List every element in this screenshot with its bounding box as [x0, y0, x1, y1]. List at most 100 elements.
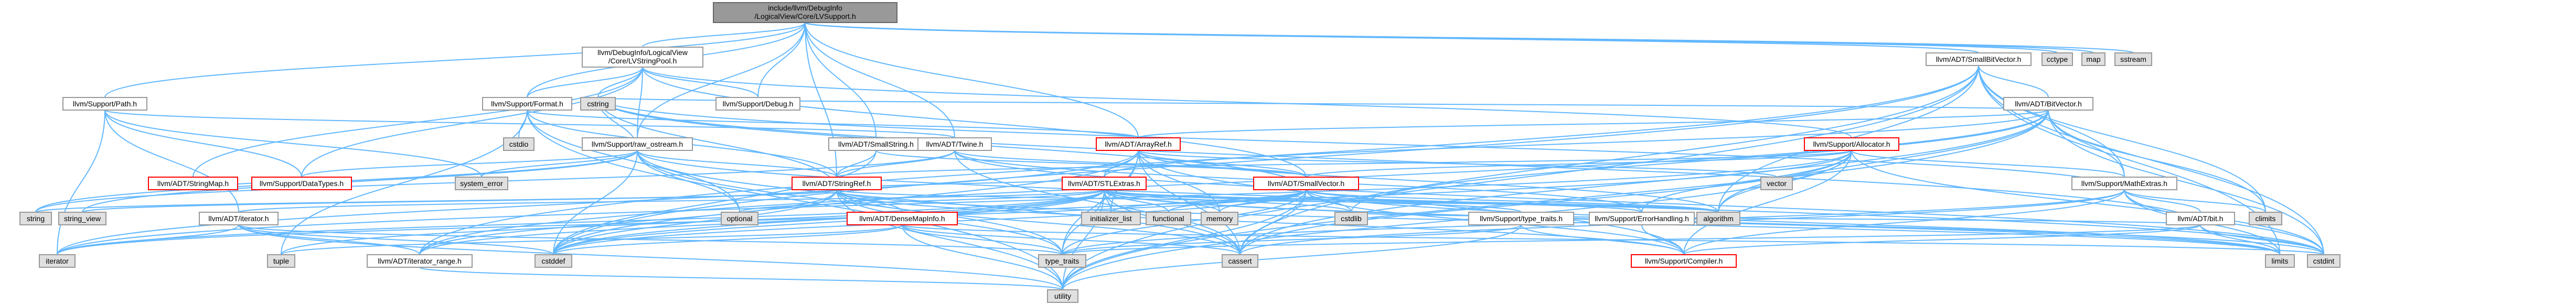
dependency-edge-stlextras-to-cstddef: [553, 189, 1105, 255]
node-mathextras[interactable]: llvm/Support/MathExtras.h: [2071, 177, 2177, 190]
dependency-edge-stlextras-to-memory: [1104, 189, 1220, 213]
dependency-edge-smallstring-to-smallvector: [875, 150, 1307, 178]
node-box: [1696, 212, 1740, 225]
node-stringmap[interactable]: llvm/ADT/StringMap.h: [148, 177, 238, 190]
node-stringref[interactable]: llvm/ADT/StringRef.h: [792, 177, 882, 190]
node-box: [2114, 52, 2152, 66]
dependency-edge-path-to-iteratorh: [104, 110, 239, 213]
node-cassert: cassert: [1222, 254, 1258, 268]
dependency-edge-rawostream-to-stringref: [637, 150, 837, 178]
node-label: llvm/Support/DataTypes.h: [260, 179, 344, 188]
dependency-edge-iteratorh-to-typetraits: [238, 224, 1063, 255]
node-allocator[interactable]: llvm/Support/Allocator.h: [1804, 137, 1899, 151]
dependency-edge-stlextras-to-optional: [739, 189, 1105, 213]
node-lvstringpool[interactable]: llvm/DebugInfo/LogicalView/Core/LVString…: [582, 47, 703, 68]
node-label: llvm/ADT/StringRef.h: [803, 179, 871, 188]
node-utility: utility: [1047, 289, 1078, 303]
dependency-edge-format-to-utility: [527, 110, 1063, 290]
node-label: llvm/ADT/bit.h: [2177, 214, 2223, 223]
node-debug[interactable]: llvm/Support/Debug.h: [715, 97, 800, 111]
node-label: llvm/Support/type_traits.h: [1480, 214, 1563, 223]
node-optional: optional: [721, 212, 758, 225]
node-label: include/llvm/DebugInfo: [768, 4, 842, 12]
node-datatypes[interactable]: llvm/Support/DataTypes.h: [251, 177, 352, 190]
node-box: [1096, 137, 1181, 151]
node-smallvector[interactable]: llvm/ADT/SmallVector.h: [1253, 177, 1359, 190]
dependency-edge-typetraits_h-to-utility: [1062, 224, 1522, 290]
node-label: sstream: [2120, 55, 2146, 63]
node-box: [482, 97, 572, 111]
node-smallbitvector[interactable]: llvm/ADT/SmallBitVector.h: [1926, 52, 2032, 66]
dependency-edge-stlextras-to-functional: [1104, 189, 1169, 213]
dependency-edge-stlextras-to-iteratorh: [238, 189, 1105, 213]
node-root[interactable]: include/llvm/DebugInfo/LogicalView/Core/…: [713, 2, 897, 23]
node-cstdlib: cstdlib: [1334, 212, 1368, 225]
node-box: [1253, 177, 1359, 190]
node-label: llvm/ADT/SmallString.h: [838, 140, 914, 148]
node-box: [2166, 212, 2235, 225]
dependency-edge-bit-to-compiler: [1683, 224, 2201, 255]
node-box: [1589, 212, 1695, 225]
node-path[interactable]: llvm/Support/Path.h: [62, 97, 147, 111]
node-label: utility: [1054, 292, 1071, 300]
node-stringview: string_view: [58, 212, 106, 225]
dependency-edge-smallbitvector-to-iteratorrange: [419, 65, 1979, 255]
dependency-edge-allocator-to-stringref: [836, 150, 1852, 178]
dependency-edge-iteratorh-to-cstddef: [238, 224, 554, 255]
node-bitvector[interactable]: llvm/ADT/BitVector.h: [2003, 97, 2093, 111]
node-label: llvm/ADT/iterator.h: [208, 214, 269, 223]
node-label: llvm/ADT/ArrayRef.h: [1105, 140, 1172, 148]
node-map: map: [2081, 52, 2105, 66]
node-stlextras[interactable]: llvm/ADT/STLExtras.h: [1062, 177, 1147, 190]
dependency-edge-bitvector-to-climits: [2048, 110, 2266, 213]
node-typetraits: type_traits: [1038, 254, 1086, 268]
dependency-edge-stlextras-to-cstdlib: [1104, 189, 1352, 213]
node-twine[interactable]: llvm/ADT/Twine.h: [917, 137, 992, 151]
node-errorhandling[interactable]: llvm/Support/ErrorHandling.h: [1589, 212, 1695, 225]
dependency-edge-stringref-to-stringview: [82, 189, 837, 213]
node-format[interactable]: llvm/Support/Format.h: [482, 97, 572, 111]
node-cstring-h: cstring: [580, 97, 616, 111]
node-typetraits-h[interactable]: llvm/Support/type_traits.h: [1468, 212, 1574, 225]
node-box: [267, 254, 295, 268]
node-label: vector: [1767, 179, 1787, 188]
node-iteratorh[interactable]: llvm/ADT/iterator.h: [199, 212, 279, 225]
dependency-edge-arrayref-to-algorithm: [1138, 150, 1719, 213]
dependency-edge-allocator-to-cstdint: [1851, 150, 2324, 255]
node-iteratorrange[interactable]: llvm/ADT/iterator_range.h: [367, 254, 473, 268]
node-limits: limits: [2265, 254, 2295, 268]
node-box: [721, 212, 758, 225]
node-box: [1804, 137, 1899, 151]
node-label: cstring: [587, 100, 608, 108]
dependency-edge-lvstringpool-to-rawostream: [637, 67, 643, 138]
node-box: [715, 97, 800, 111]
node-smallstring[interactable]: llvm/ADT/SmallString.h: [828, 137, 924, 151]
dependency-edge-smallvector-to-cstdlib: [1306, 189, 1352, 213]
node-bit[interactable]: llvm/ADT/bit.h: [2166, 212, 2235, 225]
dependency-edge-rawostream-to-optional: [637, 150, 740, 213]
header-nodes: include/llvm/DebugInfo/LogicalView/Core/…: [19, 2, 2340, 303]
node-label: llvm/ADT/DenseMapInfo.h: [859, 214, 945, 223]
node-sstream: sstream: [2114, 52, 2152, 66]
node-box: [582, 47, 703, 68]
dependency-edge-lvstringpool-to-datatypes: [301, 67, 643, 178]
node-algorithm: algorithm: [1696, 212, 1740, 225]
dependency-edge-stringref-to-cstring: [597, 97, 837, 190]
node-box: [1926, 52, 2032, 66]
node-rawostream[interactable]: llvm/Support/raw_ostream.h: [582, 137, 693, 151]
node-label: string: [27, 214, 45, 223]
node-compiler[interactable]: llvm/Support/Compiler.h: [1631, 254, 1737, 268]
node-arrayref[interactable]: llvm/ADT/ArrayRef.h: [1096, 137, 1181, 151]
node-box: [39, 254, 76, 268]
node-iterator: iterator: [39, 254, 76, 268]
node-label: llvm/Support/Format.h: [491, 100, 563, 108]
node-tuple: tuple: [267, 254, 295, 268]
node-densemapinfo[interactable]: llvm/ADT/DenseMapInfo.h: [847, 212, 958, 225]
node-label: map: [2086, 55, 2100, 63]
node-box: [1631, 254, 1737, 268]
dependency-edge-iteratorh-to-iterator: [57, 224, 239, 255]
node-box: [2081, 52, 2105, 66]
dependency-edge-bitvector-to-arrayref: [1138, 110, 2049, 138]
dependency-edge-densemapinfo-to-cstddef: [553, 224, 903, 255]
node-cstdio: cstdio: [503, 137, 535, 151]
